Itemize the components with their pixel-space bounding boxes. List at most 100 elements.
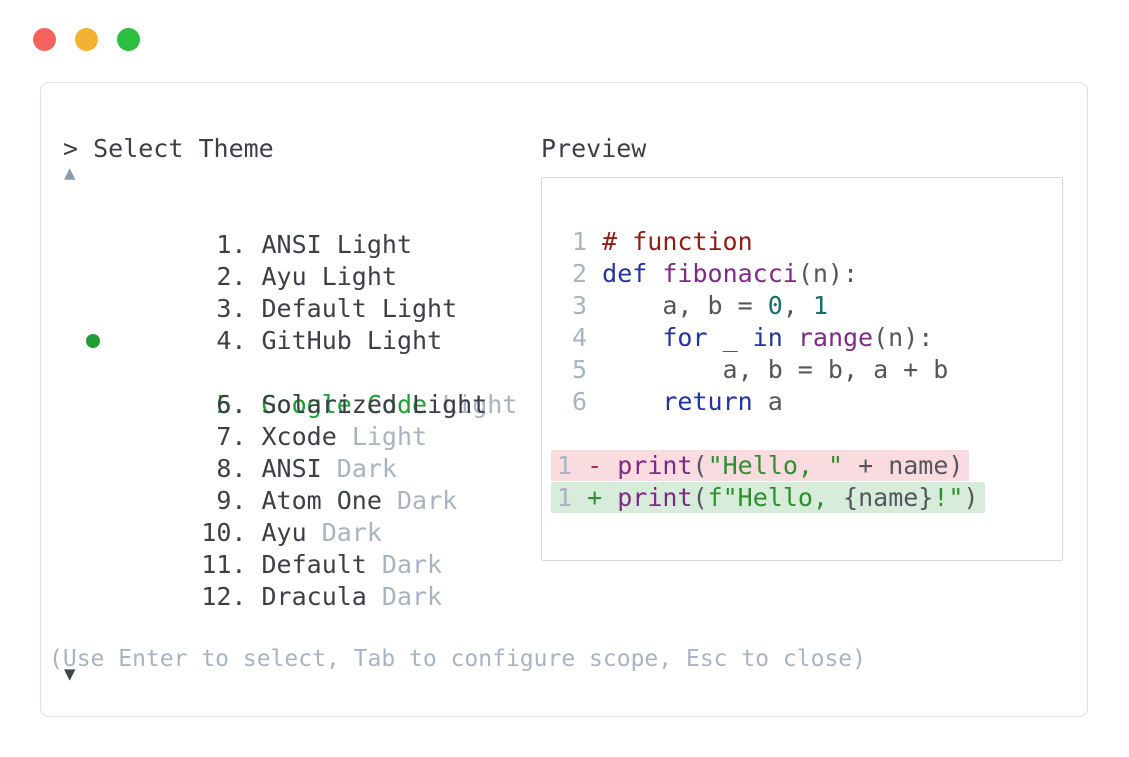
theme-variant: Light xyxy=(336,230,413,259)
line-number: 2 xyxy=(572,259,588,288)
maximize-window-button[interactable] xyxy=(117,28,140,51)
theme-number: 4. xyxy=(216,326,247,355)
theme-option-8[interactable]: 8. ANSI Dark xyxy=(111,421,517,483)
code-line-4: 4 for _ in range(n): xyxy=(557,322,1056,354)
theme-variant: Dark xyxy=(381,582,443,611)
code-token: a, b = xyxy=(602,291,768,320)
code-token: - xyxy=(587,451,603,480)
theme-number: 11. xyxy=(201,550,247,579)
diff-added-highlight: 1 + print(f"Hello, {name}!") xyxy=(551,482,985,513)
theme-variant: Dark xyxy=(336,454,397,483)
code-token: a, b = b, a + b xyxy=(602,355,949,384)
theme-name: Google Code xyxy=(261,390,428,419)
theme-variant: Light xyxy=(321,262,397,291)
theme-variant: Light xyxy=(412,390,488,419)
line-number: 4 xyxy=(572,323,588,352)
theme-name: Xcode xyxy=(261,422,337,451)
code-token: ( xyxy=(692,451,708,480)
scroll-down-icon[interactable]: ▼ xyxy=(64,663,76,685)
code-tokens: a, b = 0, 1 xyxy=(602,291,828,320)
diff-removed-highlight: 1 - print("Hello, " + name) xyxy=(551,450,970,481)
code-token xyxy=(572,451,587,480)
theme-name: ANSI xyxy=(261,454,322,483)
code-token: def xyxy=(602,259,648,288)
code-token: print xyxy=(617,483,693,512)
theme-number: 5. xyxy=(216,390,247,419)
line-number: 5 xyxy=(572,355,588,384)
code-token: , xyxy=(782,291,813,320)
theme-name: Dracula xyxy=(261,582,367,611)
theme-variant: Light xyxy=(351,422,428,451)
code-token xyxy=(602,451,617,480)
minimize-window-button[interactable] xyxy=(75,28,98,51)
line-number: 3 xyxy=(572,291,588,320)
theme-variant: Light xyxy=(381,294,458,323)
theme-number: 1. xyxy=(216,230,247,259)
theme-number: 2. xyxy=(216,262,247,291)
theme-name: Default xyxy=(261,294,367,323)
diff-removed-line: 1 - print("Hello, " + name) xyxy=(551,450,1056,482)
theme-name: Default xyxy=(261,550,367,579)
theme-variant: Dark xyxy=(396,486,458,515)
code-token: # function xyxy=(602,227,753,256)
code-line-5: 5 a, b = b, a + b xyxy=(557,354,1056,386)
theme-name: Ayu xyxy=(261,262,307,291)
theme-option-2[interactable]: 2. Ayu Light xyxy=(111,229,517,291)
code-token: 1 xyxy=(812,291,828,320)
code-token: in xyxy=(752,323,783,352)
close-window-button[interactable] xyxy=(33,28,56,51)
code-tokens: for _ in range(n): xyxy=(602,323,933,352)
code-token: ) xyxy=(963,483,979,512)
code-token: fibonacci xyxy=(662,259,798,288)
code-token xyxy=(602,387,662,416)
theme-option-3[interactable]: 3. Default Light xyxy=(111,261,517,323)
theme-variant: Light xyxy=(442,390,518,419)
code-token xyxy=(602,323,662,352)
code-token: + xyxy=(587,483,603,512)
code-token: _ xyxy=(707,323,753,352)
code-token: ( xyxy=(692,483,708,512)
code-token: 1 xyxy=(557,451,573,480)
theme-number: 3. xyxy=(216,294,247,323)
code-token: !" xyxy=(933,483,964,512)
code-token: return xyxy=(662,387,753,416)
theme-option-4[interactable]: 4. GitHub Light xyxy=(111,293,517,355)
code-token: f"Hello, xyxy=(707,483,844,512)
code-token: (n): xyxy=(797,259,859,288)
line-number: 1 xyxy=(572,227,588,256)
code-line-blank xyxy=(557,418,1056,450)
selected-indicator-dot xyxy=(86,334,100,348)
code-line-6: 6 return a xyxy=(557,386,1056,418)
code-token: 1 xyxy=(557,483,573,512)
theme-variant: Light xyxy=(366,326,443,355)
prompt-title: > Select Theme xyxy=(63,134,274,163)
code-tokens: return a xyxy=(602,387,782,416)
theme-number: 6. xyxy=(216,390,247,419)
code-line-1: 1 # function xyxy=(557,226,1056,258)
preview-title: Preview xyxy=(541,134,647,163)
code-line-3: 3 a, b = 0, 1 xyxy=(557,290,1056,322)
code-token xyxy=(647,259,662,288)
scroll-up-icon[interactable]: ▲ xyxy=(64,162,76,184)
code-token: print xyxy=(617,451,693,480)
code-token xyxy=(783,323,798,352)
code-token: 0 xyxy=(767,291,783,320)
code-token: (n): xyxy=(873,323,934,352)
theme-number: 8. xyxy=(216,454,247,483)
theme-name: GitHub xyxy=(261,326,352,355)
code-token: for xyxy=(662,323,708,352)
diff-added-line: 1 + print(f"Hello, {name}!") xyxy=(551,482,1056,514)
theme-variant: Dark xyxy=(321,518,382,547)
theme-option-11[interactable]: 11. Default Dark xyxy=(111,517,517,579)
code-tokens: a, b = b, a + b xyxy=(602,355,949,384)
